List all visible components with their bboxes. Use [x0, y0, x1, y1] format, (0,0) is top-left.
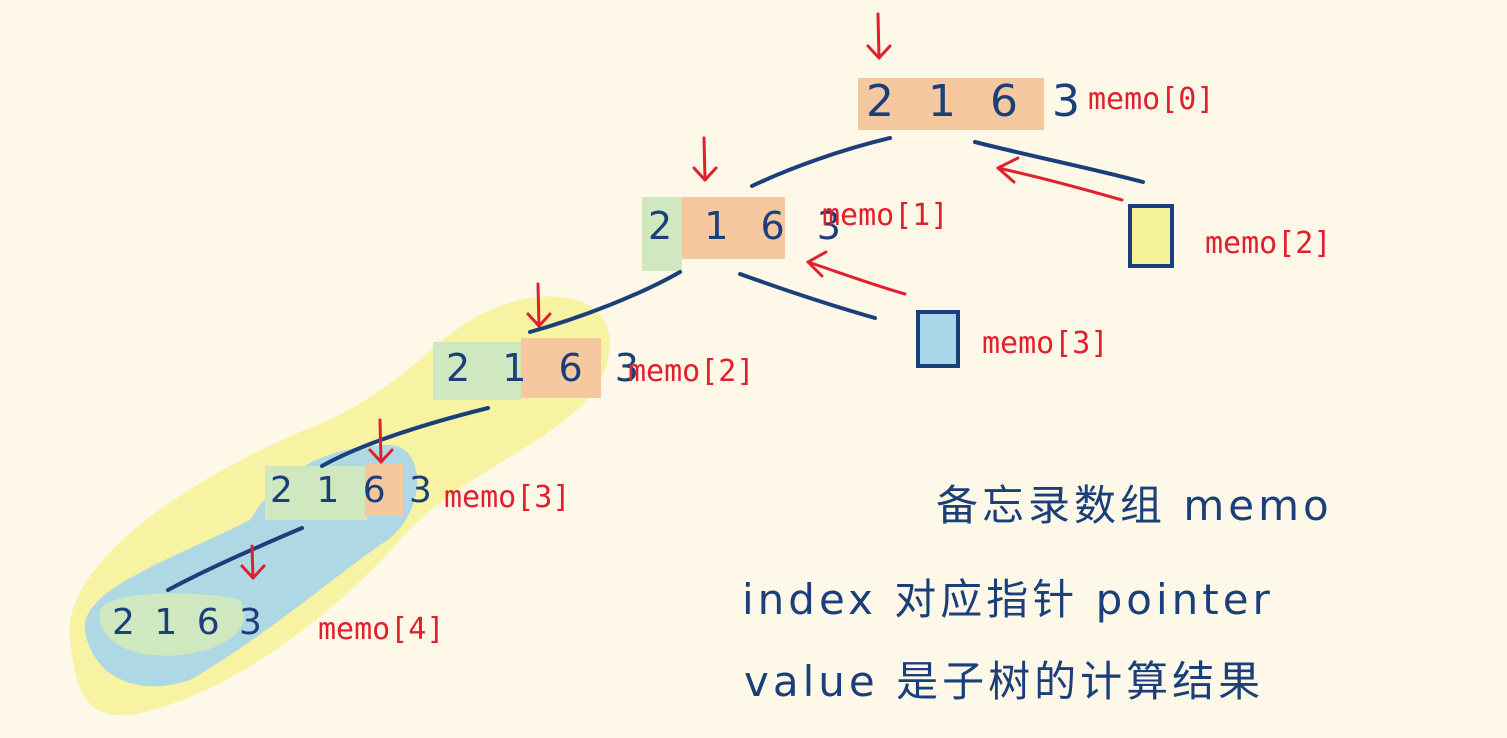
memo-label-leaf2: memo[2] [1205, 226, 1332, 261]
pointer-arrow-n0 [866, 12, 892, 60]
node-n1-digits: 2 1 6 3 [648, 204, 851, 248]
memo-label-n0: memo[0] [1088, 82, 1215, 117]
leaf-memo2-box [1128, 204, 1174, 268]
n3-green-highlight [265, 466, 367, 520]
node-n0-digits: 2 1 6 3 [866, 76, 1090, 127]
edge-n2-n3 [320, 406, 490, 468]
node-n3-digits: 2 1 6 3 [270, 470, 438, 511]
edge-n1-n2 [528, 270, 682, 334]
memo-label-n1: memo[1] [822, 198, 949, 233]
return-arrow-leaf3 [806, 250, 907, 296]
memo4-region-green [99, 593, 245, 656]
edge-n1-leaf3 [738, 272, 877, 320]
pointer-arrow-n1 [692, 136, 718, 182]
n1-orange-highlight [682, 197, 785, 259]
memo-label-leaf3: memo[3] [982, 326, 1109, 361]
memo-label-n3: memo[3] [444, 480, 571, 515]
return-arrow-leaf2 [996, 156, 1124, 202]
note-line-1: 备忘录数组 memo [936, 481, 1333, 530]
memo-label-n4: memo[4] [318, 612, 445, 647]
note-line-3: value 是子树的计算结果 [744, 657, 1265, 706]
note-line-2: index 对应指针 pointer [742, 575, 1274, 624]
leaf-memo3-box [916, 310, 960, 368]
node-n4-digits: 2 1 6 3 [112, 602, 266, 643]
pointer-arrow-n4 [240, 544, 266, 580]
n2-orange-highlight [521, 338, 601, 398]
n0-highlight [858, 78, 1044, 130]
edge-n3-n4 [166, 526, 304, 592]
node-n2-digits: 2 1 6 3 [446, 346, 649, 390]
n1-green-highlight [642, 197, 682, 271]
n3-orange-highlight [365, 464, 403, 516]
pointer-arrow-n2 [526, 282, 552, 328]
edge-n0-leaf2 [973, 140, 1145, 184]
edge-n0-n1 [750, 136, 892, 188]
memo-label-n2: memo[2] [628, 354, 755, 389]
pointer-arrow-n3 [368, 418, 394, 464]
n2-green-highlight [433, 342, 521, 400]
